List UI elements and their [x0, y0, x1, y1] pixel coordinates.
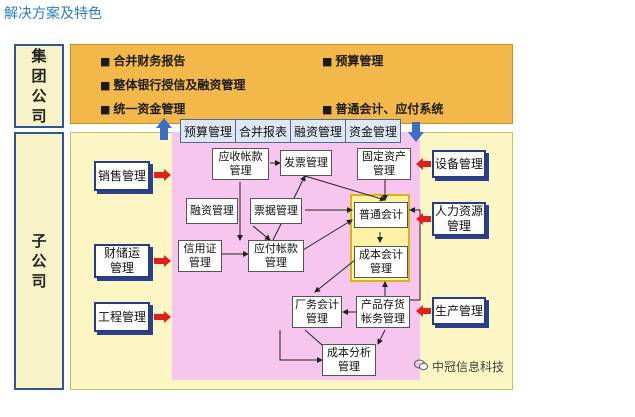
red-arrow-head-icon: [416, 158, 423, 170]
red-arrow-icon: [154, 258, 164, 264]
hr-management-box[interactable]: 人力资源 管理: [432, 202, 486, 236]
subsidiary-label: 子 公 司: [14, 132, 64, 390]
production-management-box[interactable]: 生产管理: [432, 297, 486, 325]
fixed-assets-box[interactable]: 固定资产 管理: [357, 148, 411, 180]
shared-modules-tabs: 预算管理 合并报表 融资管理 资金管理: [180, 119, 402, 143]
cost-accounting-box[interactable]: 成本会计 管理: [354, 246, 408, 278]
financing-management-box[interactable]: 融资管理: [186, 198, 238, 224]
red-arrow-icon: [154, 172, 164, 178]
engineering-management-box[interactable]: 工程管理: [94, 302, 150, 332]
general-accounting-box[interactable]: 普通会计: [354, 202, 408, 228]
box-label: 发票管理: [284, 156, 328, 169]
lc-management-box[interactable]: 信用证 管理: [178, 240, 222, 272]
group-label-char: 司: [31, 107, 47, 125]
group-label-char: 公: [31, 87, 47, 105]
box-label: 产品存货: [361, 298, 405, 311]
red-arrow-icon: [154, 314, 164, 320]
red-arrow-head-icon: [164, 169, 171, 181]
cost-analysis-box[interactable]: 成本分析 管理: [322, 344, 376, 376]
box-label: 融资管理: [190, 204, 234, 217]
box-label: 管理: [338, 360, 360, 373]
group-item: 统一资金管理: [100, 100, 185, 117]
box-label: 票据管理: [254, 204, 298, 217]
box-label: 管理: [229, 164, 252, 177]
group-item: 普通会计、应付系统: [322, 100, 443, 117]
red-arrow-head-icon: [416, 305, 423, 317]
red-arrow-icon: [423, 216, 431, 222]
sales-management-box[interactable]: 销售管理: [94, 161, 150, 191]
factory-accounting-box[interactable]: 厂务会计 管理: [292, 296, 342, 328]
box-label: 应付帐款: [254, 242, 298, 255]
box-label: 应收帐款: [218, 150, 263, 163]
group-item: 合并财务报告: [100, 52, 185, 69]
group-label-char: 集: [31, 47, 47, 65]
tab-financing[interactable]: 融资管理: [291, 120, 347, 142]
group-item: 整体银行授信及融资管理: [100, 76, 245, 93]
group-item: 预算管理: [322, 52, 383, 69]
box-label: 管理: [370, 262, 392, 275]
group-label-char: 团: [31, 67, 47, 85]
box-label: 厂务会计: [295, 298, 339, 311]
box-label: 普通会计: [359, 208, 403, 221]
red-arrow-head-icon: [416, 213, 423, 225]
box-label: 管理: [189, 256, 211, 269]
box-label: 帐务管理: [361, 312, 405, 325]
box-label: 管理: [446, 219, 471, 233]
box-label: 管理: [306, 312, 328, 325]
red-arrow-icon: [423, 308, 431, 314]
group-company-label: 集 团 公 司: [14, 44, 64, 128]
tab-consolidation[interactable]: 合并报表: [236, 120, 292, 142]
box-label: 设备管理: [434, 156, 483, 171]
box-label: 成本分析: [327, 346, 371, 359]
box-label: 工程管理: [97, 309, 146, 324]
subsidiary-label-char: 子: [31, 232, 47, 250]
notes-management-box[interactable]: 票据管理: [250, 198, 302, 224]
box-label: 生产管理: [434, 303, 483, 318]
red-arrow-head-icon: [164, 311, 171, 323]
box-label: 管理: [373, 164, 395, 177]
wechat-icon: [414, 359, 428, 374]
red-arrow-icon: [423, 161, 431, 167]
ap-management-box[interactable]: 应付帐款 管理: [248, 240, 304, 272]
tab-treasury[interactable]: 资金管理: [346, 120, 401, 142]
invoice-management-box[interactable]: 发票管理: [280, 150, 332, 176]
box-label: 固定资产: [362, 150, 406, 163]
box-label: 人力资源: [434, 204, 483, 218]
ar-management-box[interactable]: 应收帐款 管理: [212, 148, 269, 180]
box-label: 成本会计: [359, 248, 403, 261]
subsidiary-label-char: 公: [31, 252, 47, 270]
box-label: 财储运: [103, 246, 140, 260]
watermark-text: 中冠信息科技: [432, 360, 505, 374]
inventory-accounting-box[interactable]: 产品存货 帐务管理: [356, 296, 410, 328]
tab-budget[interactable]: 预算管理: [181, 120, 237, 142]
logistics-management-box[interactable]: 财储运 管理: [94, 244, 150, 278]
box-label: 销售管理: [97, 168, 146, 183]
box-label: 信用证: [183, 242, 217, 255]
box-label: 管理: [109, 261, 134, 275]
watermark: 中冠信息科技: [414, 358, 504, 375]
page-title: 解决方案及特色: [4, 6, 102, 22]
box-label: 管理: [265, 256, 287, 269]
red-arrow-head-icon: [164, 255, 171, 267]
subsidiary-label-char: 司: [31, 272, 47, 290]
equipment-management-box[interactable]: 设备管理: [432, 150, 486, 178]
